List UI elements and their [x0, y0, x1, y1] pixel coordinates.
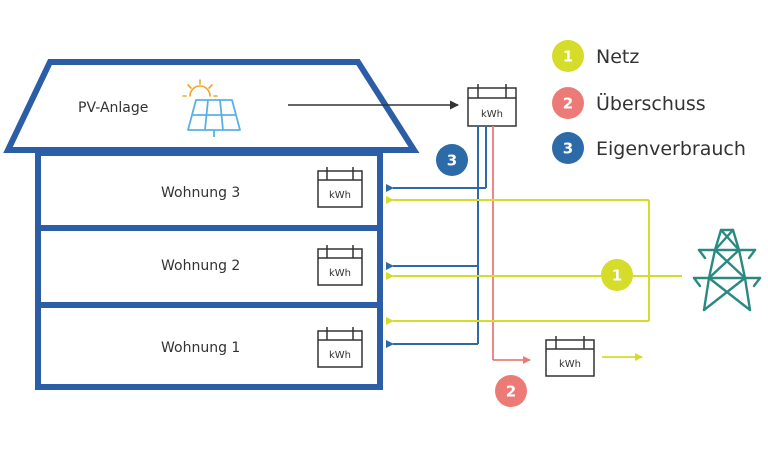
legend-item-self-consumption: 3 Eigenverbrauch: [552, 132, 746, 164]
house-body: [35, 150, 383, 390]
apartment-2-label: Wohnung 2: [161, 258, 240, 274]
grid-supply-lines: [386, 196, 682, 325]
legend-label: Netz: [596, 46, 639, 68]
legend-num: 2: [563, 95, 573, 113]
legend: 1 Netz 2 Überschuss 3 Eigenverbrauch: [552, 40, 746, 164]
meter-unit-apartment-3: kWh: [329, 190, 351, 201]
svg-text:1: 1: [612, 267, 622, 285]
badge-self-consumption: 3: [436, 144, 468, 176]
apartment-3-label: Wohnung 3: [161, 185, 240, 201]
apartment-1-label: Wohnung 1: [161, 340, 240, 356]
meter-unit-apartment-2: kWh: [329, 268, 351, 279]
legend-label: Überschuss: [596, 92, 706, 115]
legend-num: 3: [563, 140, 573, 158]
legend-item-grid: 1 Netz: [552, 40, 639, 72]
house-roof: [3, 59, 420, 153]
pv-meter-icon: kWh: [467, 84, 517, 127]
meter-icon: kWh: [317, 167, 363, 208]
export-meter-icon: kWh: [545, 336, 595, 377]
power-pylon-icon: [692, 228, 762, 312]
self-consumption-lines: [386, 126, 487, 348]
svg-text:2: 2: [506, 383, 516, 401]
pv-label: PV-Anlage: [78, 100, 148, 116]
export-meter-unit: kWh: [559, 359, 581, 370]
meter-unit-apartment-1: kWh: [329, 350, 351, 361]
svg-text:3: 3: [447, 152, 457, 170]
badge-surplus: 2: [495, 375, 527, 407]
legend-num: 1: [563, 48, 573, 66]
legend-label: Eigenverbrauch: [596, 138, 746, 160]
meter-icon: kWh: [317, 245, 363, 286]
pv-meter-unit: kWh: [481, 109, 503, 120]
solar-panel-icon: [187, 99, 241, 137]
badge-grid: 1: [601, 259, 633, 291]
sun-icon: [182, 79, 218, 97]
legend-item-surplus: 2 Überschuss: [552, 87, 706, 119]
surplus-line: [492, 126, 531, 364]
meter-icon: kWh: [317, 327, 363, 368]
